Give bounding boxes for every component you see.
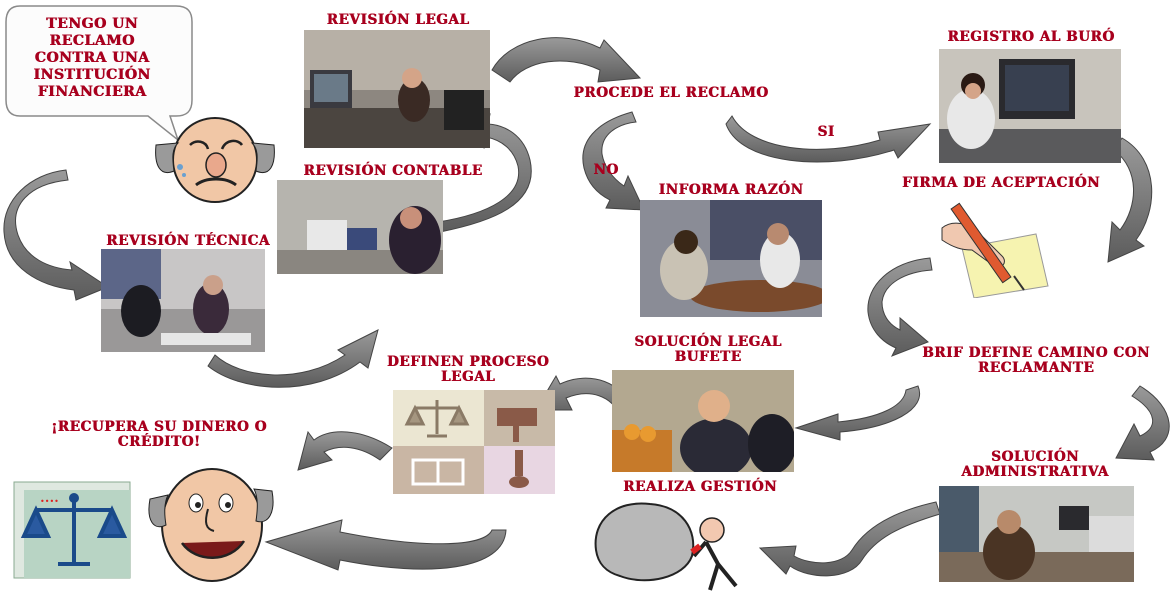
arrow-legal-to-procede	[491, 37, 642, 83]
arrow-brif-to-legal	[794, 385, 921, 441]
signing-hand-icon	[941, 202, 1049, 298]
svg-text:••••: ••••	[40, 497, 59, 506]
solucion-admin-label: SOLUCIÓN ADMINISTRATIVA	[961, 449, 1109, 480]
arrow-procede-to-informa	[582, 111, 645, 211]
recupera-label: ¡RECUPERA SU DINERO O CRÉDITO!	[51, 419, 267, 450]
revision-contable-label: REVISIÓN CONTABLE	[303, 163, 483, 179]
revision-contable-photo	[277, 180, 443, 274]
speech-bubble	[5, 5, 193, 143]
arrow-definen-to-recupera	[297, 430, 393, 471]
arrow-admin-to-gestion	[758, 501, 941, 577]
solucion-admin-photo	[939, 486, 1134, 582]
legal-collage-icon	[393, 390, 555, 494]
arrow-procede-to-registro	[725, 115, 932, 163]
registro-buro-photo	[939, 49, 1121, 163]
solucion-legal-label: SOLUCIÓN LEGAL BUFETE	[634, 334, 782, 365]
revision-tecnica-label: REVISIÓN TÉCNICA	[106, 233, 270, 249]
firma-aceptacion-label: FIRMA DE ACEPTACIÓN	[902, 175, 1100, 191]
revision-legal-photo	[304, 30, 490, 148]
pushing-boulder-icon	[594, 502, 738, 591]
procede-reclamo-label: PROCEDE EL RECLAMO	[573, 85, 769, 101]
arrow-brif-to-admin	[1115, 385, 1170, 461]
brif-define-label: BRIF DEFINE CAMINO CON RECLAMANTE	[922, 345, 1150, 376]
informa-razon-label: INFORMA RAZÓN	[658, 182, 804, 198]
arrow-firma-to-brif	[867, 257, 933, 357]
complaint-bubble-text: TENGO UN RECLAMO CONTRA UNA INSTITUCIÓN …	[33, 16, 151, 100]
definen-proceso-label: DEFINEN PROCESO LEGAL	[386, 354, 550, 385]
revision-tecnica-photo	[101, 249, 265, 352]
arrow-gestion-to-recupera	[264, 519, 507, 571]
branch-si-label: SI	[817, 124, 835, 140]
upset-face-icon	[155, 117, 275, 203]
registro-buro-label: REGISTRO AL BURÓ	[947, 29, 1115, 45]
revision-legal-label: REVISIÓN LEGAL	[326, 12, 470, 28]
happy-face-icon	[148, 468, 274, 582]
informa-razon-photo	[640, 200, 822, 317]
arrow-registro-to-firma	[1107, 137, 1153, 263]
branch-no-label: NO	[593, 162, 619, 178]
scales-paper-icon: ••••	[13, 481, 131, 579]
arrow-face-to-tecnica	[3, 169, 110, 301]
solucion-legal-photo	[612, 370, 794, 472]
realiza-gestion-label: REALIZA GESTIÓN	[623, 479, 777, 495]
arrow-tecnica-to-contable	[207, 329, 379, 388]
